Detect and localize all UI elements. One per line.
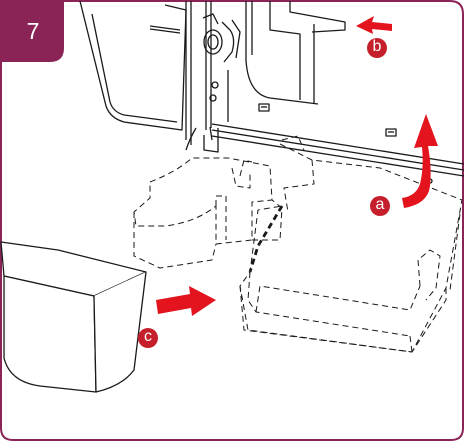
label-b: b [372,38,382,55]
step-number-tab [0,0,64,62]
label-c: c [144,328,152,345]
label-a: a [375,196,385,213]
label-badge-b-circle [367,38,387,58]
label-badge-c-circle [138,328,158,348]
guide-piece-outline [133,157,273,245]
label-badge-a-circle [370,196,390,216]
base-rail [211,123,464,165]
arrow-a [402,114,438,208]
machine-front-panel [79,0,187,131]
step-number: 7 [26,18,40,44]
arrow-c [156,286,216,316]
arrow-b [356,16,392,34]
